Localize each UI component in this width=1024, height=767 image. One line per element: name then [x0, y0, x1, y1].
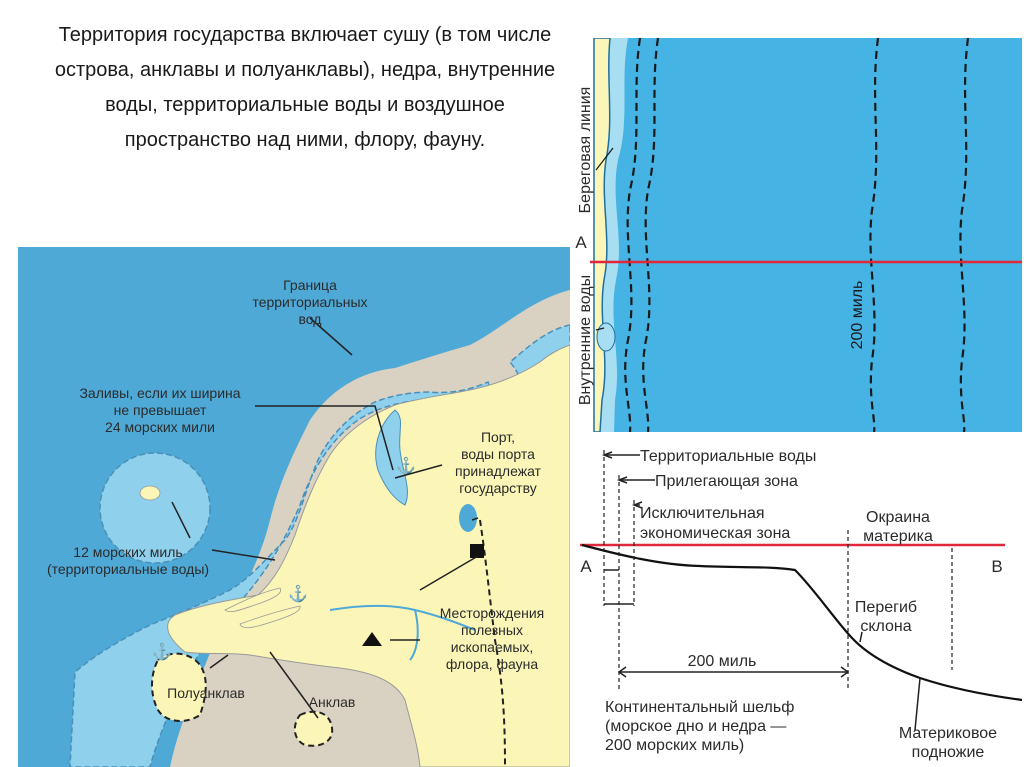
- territorial-waters-band: [69, 324, 570, 767]
- continental-foot-label: подножие: [912, 744, 985, 761]
- point-a-label: А: [580, 557, 592, 576]
- plan-view-label-strip: [570, 38, 594, 432]
- continental-foot-label: Материковое: [899, 725, 997, 742]
- map-leader-lines: [171, 317, 479, 719]
- deposit-triangle-marker: [362, 632, 382, 646]
- border-label: вод: [299, 311, 322, 327]
- inner-bay: [375, 409, 408, 506]
- eez-label: экономическая зона: [640, 525, 790, 542]
- slope-break-label: Перегиб: [855, 599, 917, 616]
- point-a-label: А: [575, 233, 587, 252]
- river: [329, 604, 476, 661]
- eez-label: Исключительная: [640, 505, 765, 522]
- territorial-waters-label: 12 морских миль: [73, 544, 182, 560]
- enclave-label: Анклав: [309, 694, 356, 710]
- ocean-area: [570, 38, 1022, 432]
- border-label: Граница: [283, 277, 337, 293]
- continental-margin-label: материка: [863, 528, 933, 545]
- contiguous-zone-label: Прилегающая зона: [655, 473, 798, 490]
- territorial-waters-label: Территориальные воды: [640, 448, 816, 465]
- port-label: Порт,: [481, 429, 515, 445]
- zone-boundary-lines: [624, 38, 970, 432]
- internal-waters-label: Внутренние воды: [577, 275, 594, 405]
- deposits-label: полезных: [461, 622, 523, 638]
- territorial-waters-label: (территориальные воды): [47, 561, 209, 577]
- distance-200-label: 200 миль: [849, 281, 866, 350]
- maritime-zones-profile: [580, 450, 1023, 731]
- slope-break-label: склона: [860, 618, 911, 635]
- semi-enclave-area: [151, 652, 207, 722]
- coastal-islands: [224, 587, 301, 629]
- continental-margin-label: Окраина: [866, 509, 930, 526]
- small-island: [139, 485, 161, 501]
- continental-shelf-label: 200 морских миль): [605, 737, 744, 754]
- point-b-label: В: [991, 557, 1002, 576]
- deposit-square-marker: [470, 544, 484, 558]
- deposits-label: флора, фауна: [446, 656, 539, 672]
- continental-shelf-label: (морское дно и недра —: [605, 718, 786, 735]
- seabed-profile-curve: [581, 543, 1023, 702]
- port-label: государству: [459, 480, 536, 496]
- port-label: принадлежат: [455, 463, 542, 479]
- bays-label: Заливы, если их ширина: [79, 385, 240, 401]
- bays-label: не превышает: [114, 402, 207, 418]
- continental-shelf-label: Континентальный шельф: [605, 699, 794, 716]
- zone-vertical-guides: [603, 450, 953, 690]
- internal-waters-bay: [596, 322, 616, 352]
- map-text-labels: Граница территориальных вод Заливы, если…: [47, 277, 544, 710]
- border-label: территориальных: [252, 294, 367, 310]
- port-label: воды порта: [461, 446, 535, 462]
- territory-map: ⚓ ⚓ ⚓: [18, 247, 570, 767]
- profile-text-labels: Территориальные воды Прилегающая зона Ис…: [580, 448, 1002, 761]
- anchor-icon: ⚓: [152, 642, 172, 661]
- maritime-zones-plan-view: [570, 38, 1022, 432]
- slide-title: Территория государства включает сушу (в …: [54, 24, 556, 151]
- deposits-label: Месторождения: [440, 605, 545, 621]
- semi-enclave-label: Полуанклав: [167, 685, 245, 701]
- profile-leader-lines: [604, 454, 921, 731]
- anchor-icon: ⚓: [396, 456, 416, 475]
- island-waters-circle: [99, 452, 211, 564]
- enclave-area: [293, 710, 334, 747]
- shelf-distance-label: 200 миль: [688, 653, 757, 670]
- lake: [459, 504, 477, 532]
- state-border: [479, 519, 506, 767]
- bays-label: 24 морских мили: [105, 419, 215, 435]
- anchor-icon: ⚓: [288, 584, 308, 603]
- coastline-label: Береговая линия: [577, 87, 594, 214]
- plan-leader-lines: [595, 147, 614, 331]
- deposits-label: ископаемых,: [451, 639, 534, 655]
